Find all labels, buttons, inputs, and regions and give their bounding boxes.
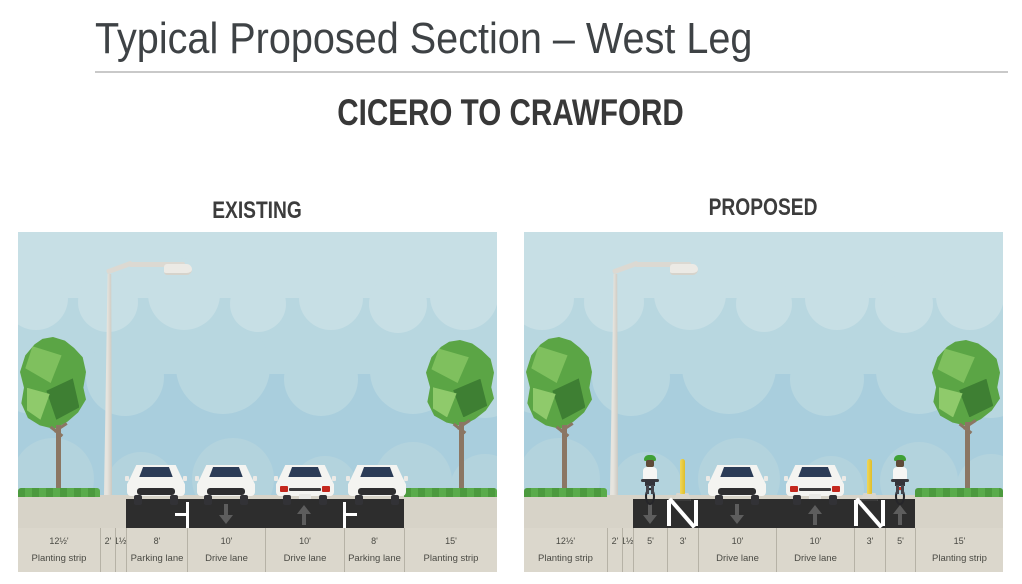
crosshatch-buffer-icon xyxy=(667,500,671,526)
car-grill xyxy=(137,488,175,495)
streetlight-pole xyxy=(104,274,112,495)
segment-drive-lane: 10'Drive lane xyxy=(698,528,776,572)
segment-curb: 2' xyxy=(100,528,115,572)
section-subtitle-text: CICERO TO CRAWFORD xyxy=(337,92,685,133)
grass-strip xyxy=(404,488,497,497)
bike-helmet xyxy=(894,455,906,461)
crosshatch-buffer-icon xyxy=(694,500,698,526)
segment-planting-strip: 15'Planting strip xyxy=(915,528,1003,572)
streetlight-arm xyxy=(129,262,185,267)
tree-trunk xyxy=(965,422,970,495)
segment-bike-lane: 5' xyxy=(885,528,915,572)
car-windshield xyxy=(139,467,173,477)
cloud-band-icon xyxy=(18,232,497,298)
tree-trunk xyxy=(56,425,61,495)
flex-post-base xyxy=(861,493,878,501)
title-divider xyxy=(95,71,1008,73)
grass-strip xyxy=(915,488,1003,497)
car-taillight xyxy=(280,486,288,492)
segment-gutter: 1½' xyxy=(115,528,126,572)
flex-post-base xyxy=(674,493,691,501)
cyclist-icon xyxy=(891,455,909,505)
lane-line-tick xyxy=(345,513,357,516)
existing-heading: EXISTING xyxy=(212,197,303,224)
cyclist-icon xyxy=(641,455,659,505)
bike-wheel xyxy=(645,488,655,505)
proposed-heading: PROPOSED xyxy=(709,194,818,221)
streetlight-pole xyxy=(610,274,618,495)
car-wheel xyxy=(134,495,142,505)
crosshatch-buffer-icon xyxy=(881,500,885,526)
segment-planting-strip: 15'Planting strip xyxy=(404,528,497,572)
segment-bike-lane: 5' xyxy=(633,528,667,572)
proposed-diagram: 12½'Planting strip 2' 1½' 5' 3' 10'Drive… xyxy=(524,232,1003,572)
segment-drive-lane: 10'Drive lane xyxy=(776,528,854,572)
streetlight-lamp xyxy=(670,264,698,275)
cloud-scallop-icon xyxy=(524,266,574,330)
car-taillight xyxy=(832,486,840,492)
car-front-icon xyxy=(125,460,187,505)
car-plate xyxy=(299,494,311,499)
lane-line xyxy=(186,502,189,528)
car-front-icon xyxy=(706,460,768,505)
lane-direction-arrow-icon xyxy=(808,504,822,525)
flex-post-icon xyxy=(867,459,872,494)
car-front-icon xyxy=(346,460,408,505)
existing-diagram: 12½'Planting strip 2' 1½' 8'Parking lane… xyxy=(18,232,497,572)
crosshatch-buffer-icon xyxy=(854,500,858,526)
segment-planting-strip: 12½'Planting strip xyxy=(538,536,593,564)
bike-taillight xyxy=(899,487,902,490)
page-title: Typical Proposed Section – West Leg xyxy=(95,14,826,64)
lane-direction-arrow-icon xyxy=(730,504,744,525)
car-front-icon xyxy=(195,460,257,505)
cloud-band-icon xyxy=(524,232,1003,298)
lane-line xyxy=(343,502,346,528)
segment-planting-strip: 12½'Planting strip xyxy=(31,536,87,564)
car-rear-icon xyxy=(784,460,846,505)
flex-post-icon xyxy=(680,459,685,494)
car-taillight xyxy=(322,486,330,492)
lane-direction-arrow-icon xyxy=(297,504,311,525)
lane-direction-arrow-icon xyxy=(219,504,233,525)
streetlight-lamp xyxy=(164,264,192,275)
page-title-text: Typical Proposed Section – West Leg xyxy=(95,14,753,63)
lane-line-tick xyxy=(175,513,187,516)
segment-buffer: 3' xyxy=(854,528,885,572)
grass-strip xyxy=(18,488,100,497)
streetlight-arm xyxy=(635,262,691,267)
tree-trunk xyxy=(459,422,464,495)
car-plate xyxy=(809,494,821,499)
segment-drive-lane: 10'Drive lane xyxy=(265,528,344,572)
cloud-scallop-icon xyxy=(18,266,68,330)
bike-helmet xyxy=(644,455,656,461)
lane-direction-arrow-icon xyxy=(893,504,907,525)
car-wheel xyxy=(170,495,178,505)
lane-direction-arrow-icon xyxy=(643,504,657,525)
grass-strip xyxy=(524,488,607,497)
car-taillight xyxy=(790,486,798,492)
segment-drive-lane: 10'Drive lane xyxy=(187,528,265,572)
tree-trunk xyxy=(562,425,567,495)
segment-buffer: 3' xyxy=(667,528,698,572)
segment-parking-lane: 8'Parking lane xyxy=(344,528,404,572)
segment-parking-lane: 8'Parking lane xyxy=(126,528,187,572)
segment-gutter: 1½' xyxy=(622,528,633,572)
proposed-scene xyxy=(524,232,1003,528)
existing-dimension-strip: 12½'Planting strip 2' 1½' 8'Parking lane… xyxy=(18,528,497,572)
segment-curb: 2' xyxy=(607,528,622,572)
car-rear-icon xyxy=(274,460,336,505)
section-subtitle: CICERO TO CRAWFORD xyxy=(0,92,1022,134)
existing-scene xyxy=(18,232,497,528)
proposed-dimension-strip: 12½'Planting strip 2' 1½' 5' 3' 10'Drive… xyxy=(524,528,1003,572)
